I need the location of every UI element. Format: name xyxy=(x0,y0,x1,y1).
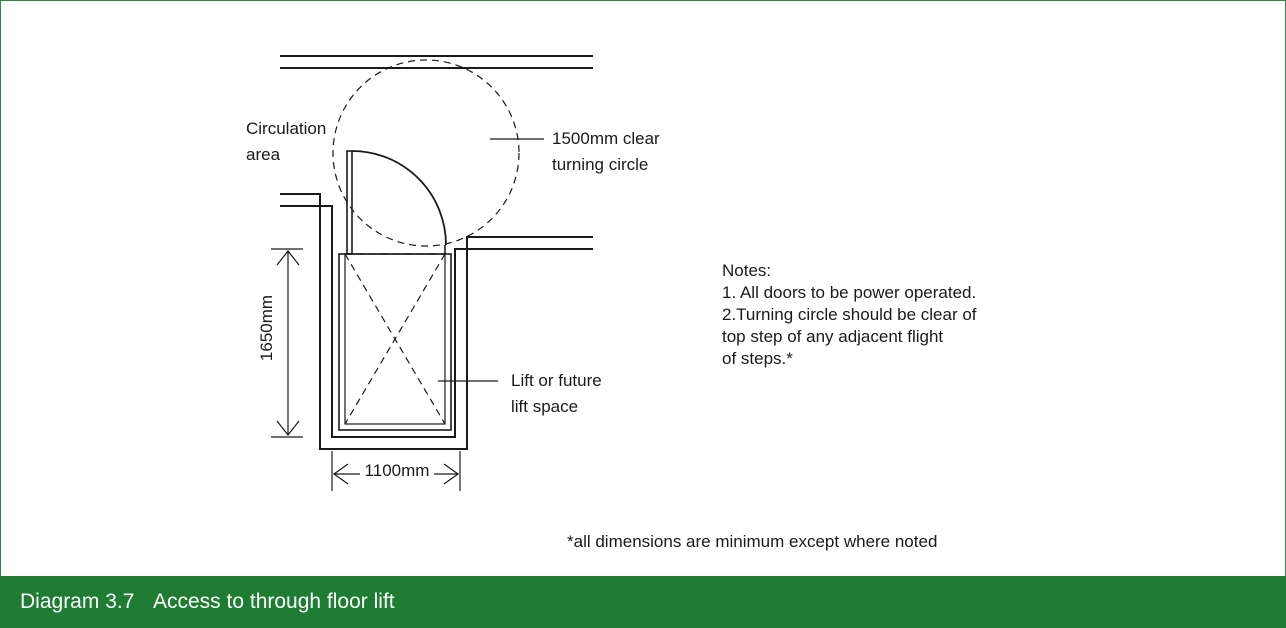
dimension-depth-label: 1650mm xyxy=(257,295,276,361)
turning-circle-label-2: turning circle xyxy=(552,155,648,174)
notes-line: 1. All doors to be power operated. xyxy=(722,283,977,302)
notes-line: of steps.* xyxy=(722,349,793,368)
lift-door xyxy=(346,150,447,255)
lift-plan-drawing: Circulation area 1500mm clear turning ci… xyxy=(246,55,660,491)
circulation-area-label-2: area xyxy=(246,145,281,164)
diagram-number: Diagram 3.7 xyxy=(20,590,135,613)
lift-space-cross xyxy=(344,253,446,425)
lift-shaft-walls xyxy=(280,193,593,450)
dimension-depth xyxy=(271,248,303,438)
lift-space-label-1: Lift or future xyxy=(511,371,602,390)
dimension-width-label-bg xyxy=(360,461,434,479)
notes-block: Notes: 1. All doors to be power operated… xyxy=(722,260,977,370)
lift-space-label-2: lift space xyxy=(511,397,578,416)
dimensions-footnote: *all dimensions are minimum except where… xyxy=(567,532,938,551)
notes-line: 2.Turning circle should be clear of xyxy=(722,305,977,324)
turning-circle xyxy=(332,59,520,247)
leader-lines xyxy=(438,138,544,382)
notes-line: top step of any adjacent flight xyxy=(722,327,944,346)
dimension-width-label: 1100mm xyxy=(365,461,430,480)
notes-heading: Notes: xyxy=(722,261,772,280)
diagram-title: Access to through floor lift xyxy=(153,590,395,613)
caption-bar: Diagram 3.7 Access to through floor lift xyxy=(0,576,1286,628)
corridor-wall-top xyxy=(280,55,593,69)
turning-circle-label-1: 1500mm clear xyxy=(552,129,660,148)
circulation-area-label-1: Circulation xyxy=(246,119,326,138)
lift-car xyxy=(338,253,452,431)
